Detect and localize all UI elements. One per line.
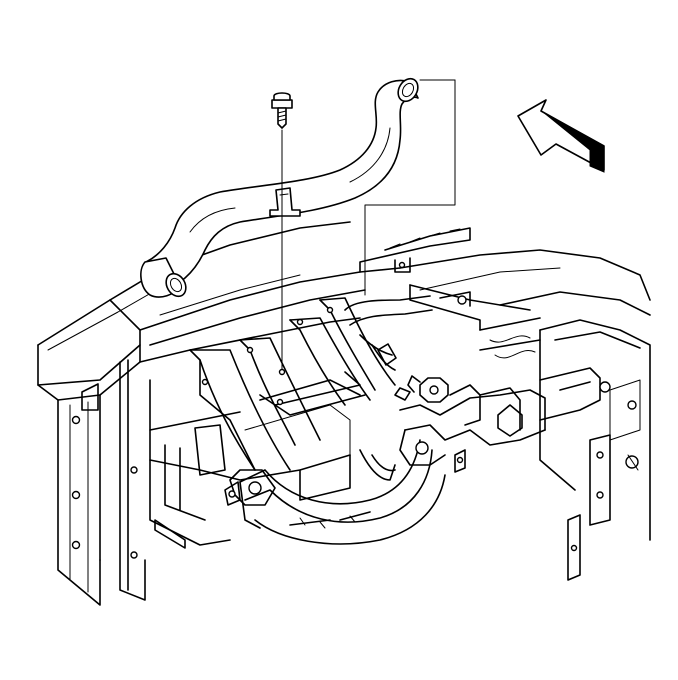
- lower-crossmember: [194, 424, 446, 545]
- left-cowl-panel: [37, 221, 351, 606]
- hose-clip-icon: [269, 187, 301, 217]
- heater-case: [139, 317, 361, 549]
- callout-leaders: [364, 79, 456, 296]
- lower-heater-hose: [344, 295, 433, 371]
- bolt-installation-line: [278, 129, 286, 376]
- center-bracket: [394, 375, 546, 473]
- forward-direction-arrow-icon: [517, 99, 605, 173]
- right-mounting-bracket: [479, 317, 611, 581]
- right-dash-panel: [399, 249, 651, 541]
- bolt-icon: [271, 92, 293, 129]
- cowl-top: [139, 227, 471, 346]
